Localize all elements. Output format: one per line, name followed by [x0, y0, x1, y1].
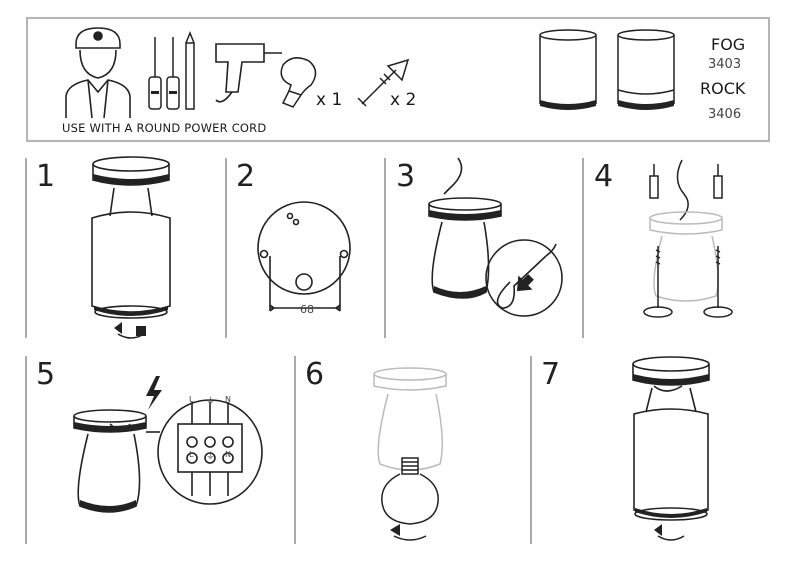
step-number: 5	[36, 357, 56, 392]
step-number: 2	[236, 159, 256, 194]
step3-illustration	[428, 157, 563, 317]
fog-fixture-icon	[539, 29, 597, 110]
terminal-label-top-n: N	[225, 395, 231, 404]
step-divider	[294, 356, 296, 544]
bulb-icon	[280, 57, 317, 108]
terminal-label-bottom-l: L	[189, 450, 194, 459]
model-code-rock: 3406	[708, 107, 742, 122]
model-name-fog: FOG	[711, 35, 746, 54]
step-divider	[225, 158, 227, 338]
power-cord-note: USE WITH A ROUND POWER CORD	[62, 121, 267, 135]
step7-illustration	[632, 356, 710, 541]
step5-illustration	[73, 376, 263, 513]
step-divider	[384, 158, 386, 338]
terminal-label-bottom-n: N	[225, 450, 231, 459]
screwdrivers-icon	[148, 30, 195, 110]
step-number: 3	[396, 159, 416, 194]
step1-illustration	[91, 156, 171, 339]
step6-illustration	[373, 367, 447, 541]
step-divider	[582, 158, 584, 338]
step-divider	[25, 158, 27, 338]
header-panel	[26, 17, 770, 142]
step-divider	[25, 356, 27, 544]
model-code-fog: 3403	[708, 57, 742, 72]
step-number: 4	[594, 159, 614, 194]
drill-icon	[215, 43, 282, 103]
mounting-dimension-label: 68	[300, 303, 314, 316]
wall-anchor-icon	[357, 58, 410, 107]
bulb-quantity: x 1	[316, 90, 343, 110]
step2-illustration	[257, 201, 351, 312]
installer-icon	[65, 27, 131, 119]
terminal-label-bottom-earth: ⏚	[206, 452, 216, 462]
step-divider	[530, 356, 532, 544]
step-number: 6	[305, 357, 325, 392]
step-number: 7	[541, 357, 561, 392]
model-name-rock: ROCK	[700, 79, 746, 98]
terminal-label-top-earth: ⏚	[206, 397, 216, 407]
terminal-label-top-l: L	[189, 395, 194, 404]
step-number: 1	[36, 159, 56, 194]
anchor-quantity: x 2	[390, 90, 417, 110]
rock-fixture-icon	[617, 29, 675, 110]
step4-illustration	[643, 159, 733, 318]
